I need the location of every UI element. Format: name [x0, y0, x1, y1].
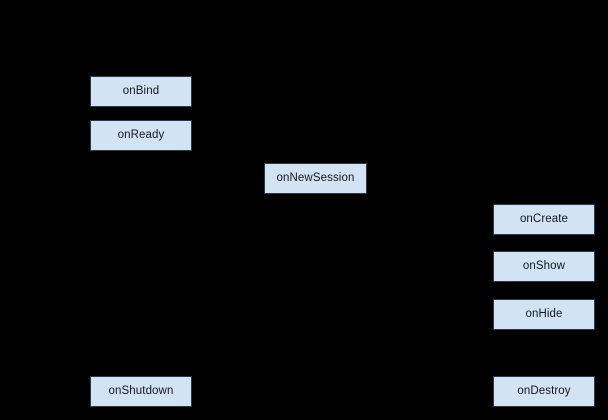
node-on-show[interactable]: onShow [493, 251, 595, 282]
node-on-create-label: onCreate [519, 212, 569, 225]
node-on-show-label: onShow [522, 259, 566, 272]
node-on-create[interactable]: onCreate [493, 204, 595, 235]
node-on-ready-label: onReady [117, 128, 165, 141]
node-on-hide[interactable]: onHide [493, 299, 595, 330]
node-on-new-session[interactable]: onNewSession [264, 163, 367, 194]
node-on-destroy[interactable]: onDestroy [493, 376, 595, 407]
node-on-new-session-label: onNewSession [276, 171, 355, 184]
node-on-hide-label: onHide [525, 307, 563, 320]
node-on-shutdown[interactable]: onShutdown [90, 376, 192, 407]
node-on-shutdown-label: onShutdown [108, 384, 174, 397]
node-on-ready[interactable]: onReady [90, 120, 192, 151]
node-on-bind-label: onBind [122, 84, 160, 97]
node-on-destroy-label: onDestroy [517, 384, 571, 397]
node-on-bind[interactable]: onBind [90, 76, 192, 107]
